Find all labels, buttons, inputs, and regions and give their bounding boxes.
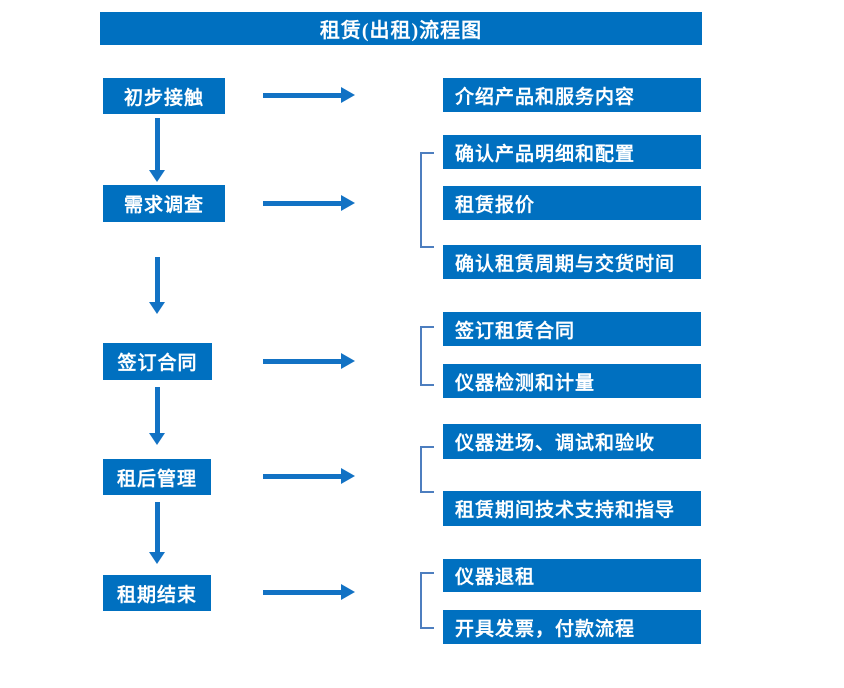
down-arrow-3: [149, 387, 165, 445]
output-instrument-return: 仪器退租: [443, 559, 701, 592]
stage-demand-survey: 需求调查: [103, 185, 225, 222]
right-arrow-stage1: [263, 87, 355, 103]
right-arrow-stage4: [263, 468, 355, 484]
flowchart-title: 租赁(出租)流程图: [100, 12, 702, 45]
group-bracket-stage4: [420, 446, 434, 493]
output-confirm-rental-period: 确认租赁周期与交货时间: [443, 245, 701, 279]
right-arrow-stage2: [263, 195, 355, 211]
stage-rental-end: 租期结束: [103, 575, 211, 611]
output-instrument-testing: 仪器检测和计量: [443, 364, 701, 398]
group-bracket-stage5: [420, 572, 434, 629]
output-instrument-setup-acceptance: 仪器进场、调试和验收: [443, 424, 701, 459]
output-confirm-product-details: 确认产品明细和配置: [443, 135, 701, 169]
output-technical-support: 租赁期间技术支持和指导: [443, 491, 701, 526]
output-introduce-products: 介绍产品和服务内容: [443, 78, 701, 112]
stage-initial-contact: 初步接触: [103, 78, 225, 114]
right-arrow-stage5: [263, 584, 355, 600]
output-invoice-payment: 开具发票，付款流程: [443, 610, 701, 644]
group-bracket-stage3: [420, 326, 434, 386]
down-arrow-4: [149, 502, 165, 564]
stage-post-rental-management: 租后管理: [103, 459, 211, 495]
stage-sign-contract: 签订合同: [103, 343, 212, 380]
down-arrow-1: [149, 118, 165, 182]
output-sign-rental-contract: 签订租赁合同: [443, 312, 701, 346]
output-rental-quotation: 租赁报价: [443, 186, 701, 220]
group-bracket-stage2: [420, 152, 434, 248]
down-arrow-2: [149, 257, 165, 314]
right-arrow-stage3: [263, 353, 355, 369]
